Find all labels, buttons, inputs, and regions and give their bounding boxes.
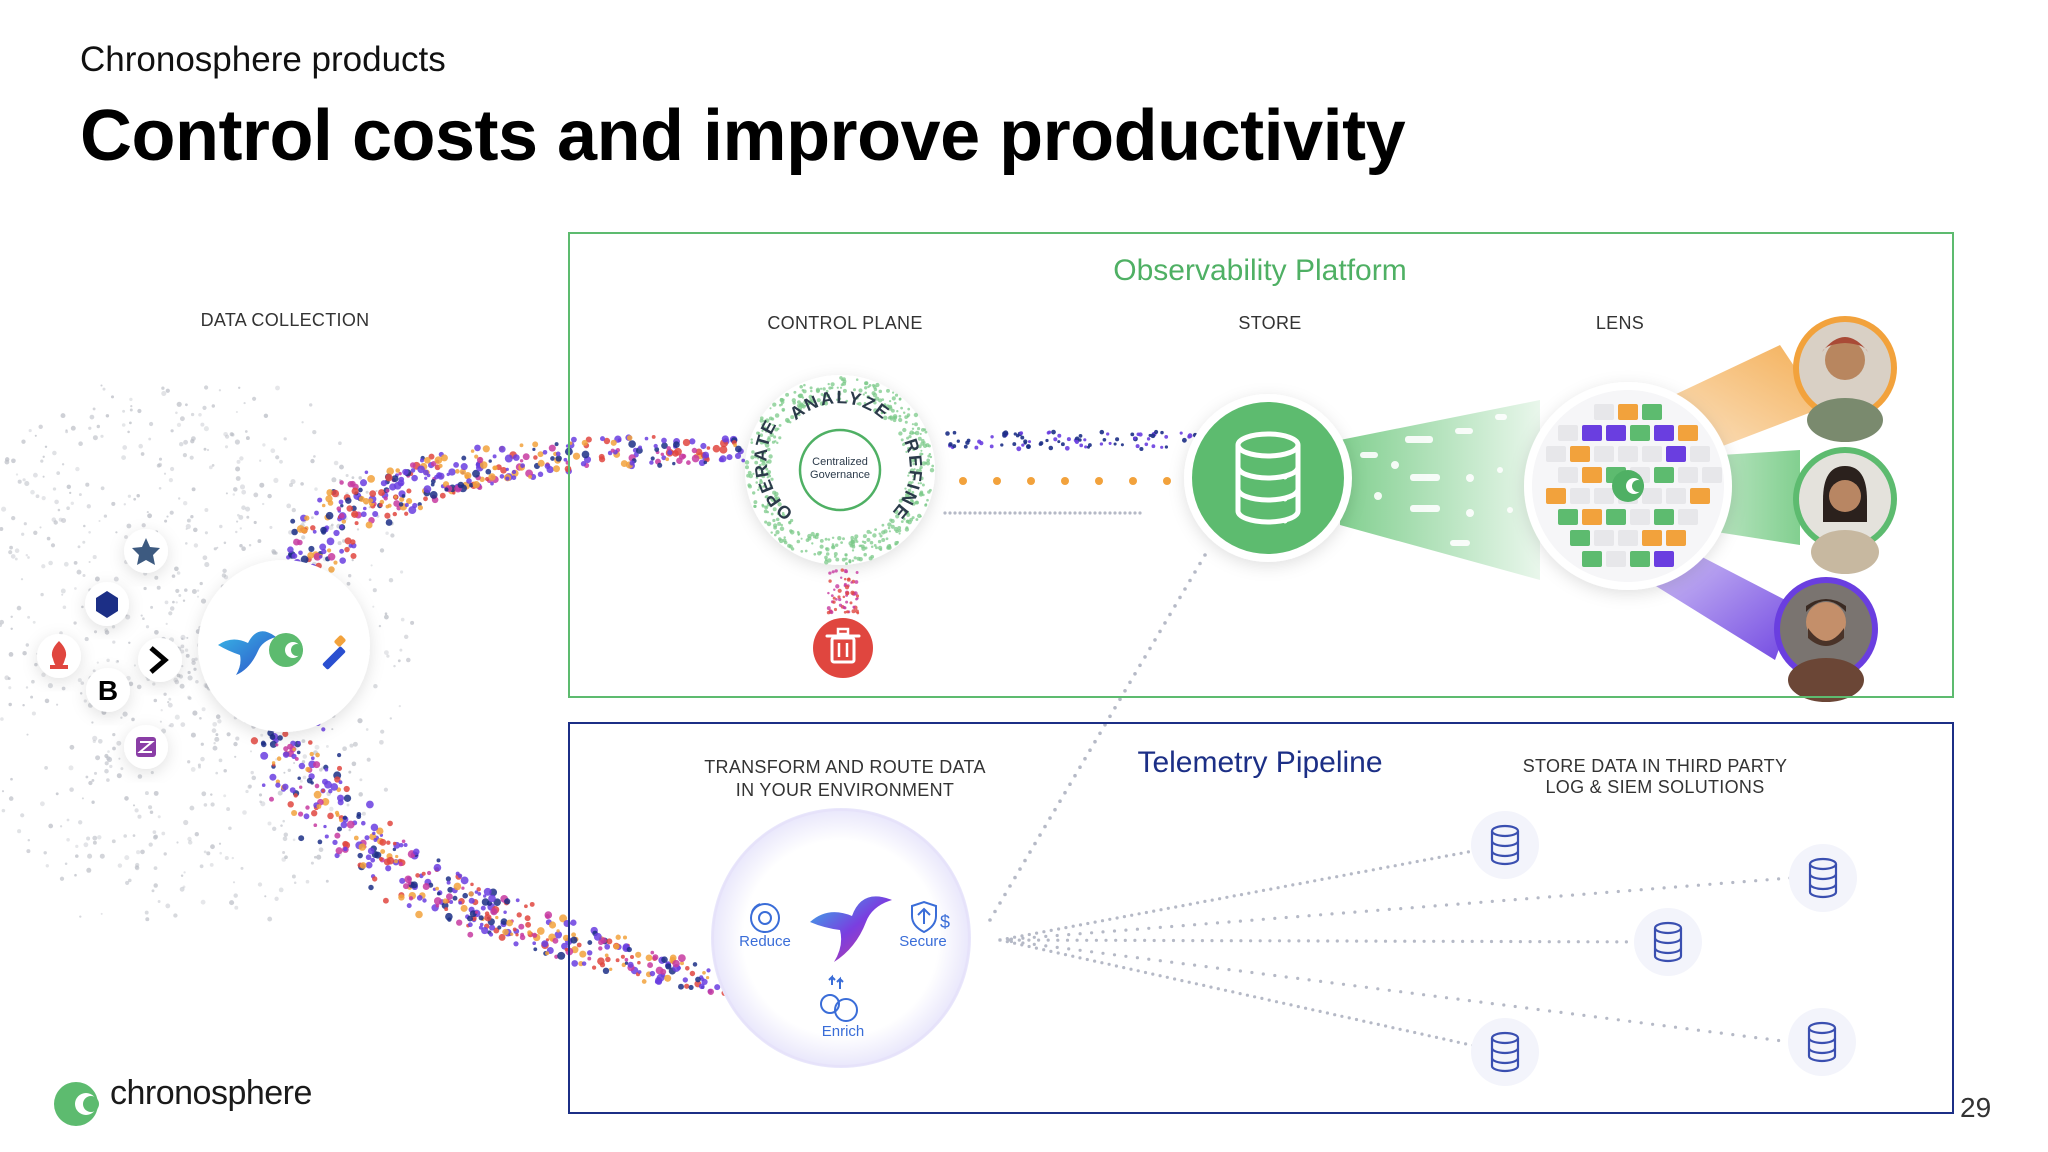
reduce-icon: [750, 903, 780, 933]
store-database-icon[interactable]: [1184, 394, 1352, 562]
data-collection-label: DATA COLLECTION: [200, 310, 370, 330]
pipeline-bird-icon: [810, 896, 892, 962]
eyebrow-text: Chronosphere products: [80, 40, 446, 79]
observability-title: Observability Platform: [1113, 254, 1407, 287]
pipeline-routing-lines: [998, 843, 1792, 1054]
pencil-tool-icon: [322, 635, 346, 670]
telemetry-title: Telemetry Pipeline: [1137, 746, 1383, 779]
telemetry-pipeline-box: [568, 722, 1954, 1114]
lens-label: LENS: [1595, 313, 1645, 333]
shield-dollar-icon: $: [911, 900, 950, 934]
database-icon: [1471, 811, 1539, 879]
third-party-label: STORE DATA IN THIRD PARTY LOG & SIEM SOL…: [1510, 756, 1800, 798]
database-icon: [1789, 844, 1857, 912]
source-icon-square: [124, 725, 168, 769]
governance-circle: [798, 428, 882, 512]
page-title: Control costs and improve productivity: [80, 96, 1406, 176]
source-icon-terminal: [138, 638, 182, 682]
observability-platform-box: [568, 232, 1954, 698]
store-to-lens-beam: [1340, 400, 1540, 580]
chronosphere-logo-mark: [54, 1082, 99, 1126]
transform-label-line1: TRANSFORM AND ROUTE DATA: [704, 757, 986, 777]
svg-text:B: B: [98, 675, 118, 706]
source-icon-hexagon: [85, 582, 129, 626]
governance-line1: Centralized: [812, 456, 868, 468]
third-party-label-line2: LOG & SIEM SOLUTIONS: [1545, 777, 1765, 797]
brand-wordmark: chronosphere: [110, 1074, 312, 1112]
ring-particles: [744, 376, 935, 566]
hummingbird-icon: [218, 631, 276, 675]
governance-line2: Governance: [810, 469, 870, 481]
database-icon: [1634, 908, 1702, 976]
source-icon-flame: [37, 634, 81, 678]
pipeline-circle[interactable]: [711, 808, 971, 1068]
source-icon-star: [124, 529, 168, 573]
lens-circle[interactable]: [1524, 382, 1732, 590]
enrich-label: Enrich: [822, 1023, 865, 1040]
database-icon: [1471, 1018, 1539, 1086]
collection-hub[interactable]: [198, 560, 370, 732]
third-party-databases: [1471, 811, 1857, 1086]
source-icon-b: B: [86, 668, 130, 712]
secure-label: Secure: [899, 933, 947, 950]
control-to-store-dots: [943, 429, 1200, 515]
transform-label-line2: IN YOUR ENVIRONMENT: [735, 780, 955, 800]
user-avatar-3: [1774, 577, 1878, 702]
chronosphere-logo-icon: [269, 633, 303, 667]
reduce-label: Reduce: [739, 933, 791, 950]
database-icon: [1788, 1008, 1856, 1076]
store-to-pipeline-dots: [988, 553, 1207, 922]
third-party-label-line1: STORE DATA IN THIRD PARTY: [1522, 756, 1788, 776]
beam-dashes: [1360, 414, 1513, 546]
page-number: 29: [1960, 1092, 1992, 1123]
control-plane-label: CONTROL PLANE: [767, 313, 923, 333]
enrich-gears-icon: [820, 974, 858, 1022]
user-avatar-1: [1793, 316, 1897, 442]
transform-label: TRANSFORM AND ROUTE DATA IN YOUR ENVIRON…: [690, 756, 1000, 802]
drop-stream: [826, 568, 860, 615]
lower-data-stream: [247, 680, 730, 997]
store-label: STORE: [1238, 313, 1302, 333]
trash-icon[interactable]: [813, 618, 873, 678]
user-avatar-2: [1793, 447, 1897, 574]
svg-text:$: $: [940, 912, 950, 932]
